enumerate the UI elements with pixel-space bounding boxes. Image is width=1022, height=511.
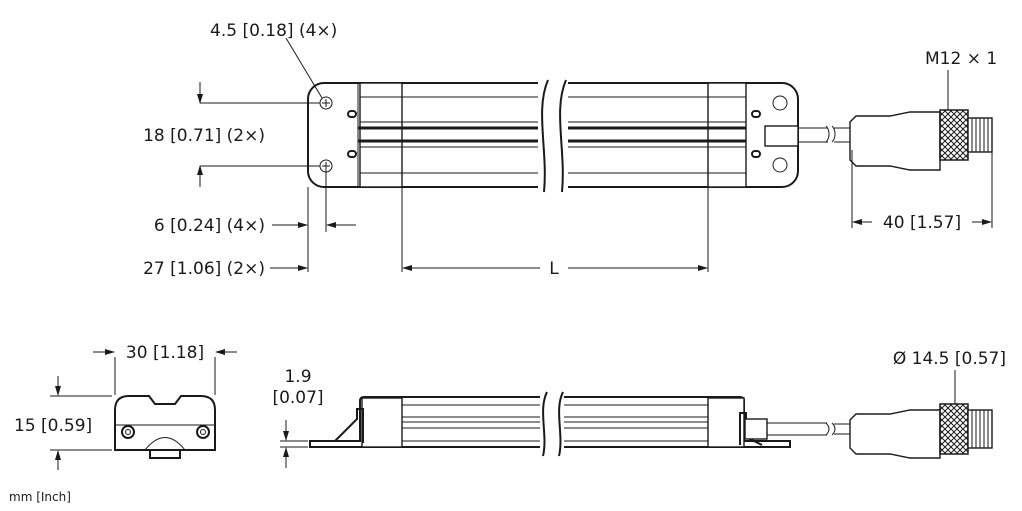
- plate-thickness-inch-label: [0.07]: [272, 388, 323, 408]
- hole-diameter-label: 4.5 [0.18] (4×): [210, 21, 337, 41]
- end-width-label: 30 [1.18]: [126, 343, 204, 363]
- side-dimensions: [280, 420, 308, 468]
- side-view-sensor-body: [309, 390, 830, 457]
- end-height-label: 15 [0.59]: [14, 416, 92, 436]
- top-view-connector: [825, 109, 993, 171]
- top-dimensions: [197, 37, 993, 272]
- side-view-connector: [831, 370, 993, 459]
- hole-spacing-label: 18 [0.71] (2×): [143, 126, 265, 146]
- plate-thickness-mm-label: 1.9: [284, 367, 311, 387]
- length-label: L: [549, 259, 559, 279]
- connector-length-label: 40 [1.57]: [883, 213, 961, 233]
- thread-label: M12 × 1: [925, 49, 997, 69]
- hole-offset-label: 6 [0.24] (4×): [154, 216, 265, 236]
- top-view-sensor-body: [307, 78, 828, 194]
- connector-diameter-label: Ø 14.5 [0.57]: [893, 349, 1006, 369]
- units-note: mm [Inch]: [9, 490, 71, 504]
- end-view: [50, 349, 237, 470]
- endcap-width-label: 27 [1.06] (2×): [143, 259, 265, 279]
